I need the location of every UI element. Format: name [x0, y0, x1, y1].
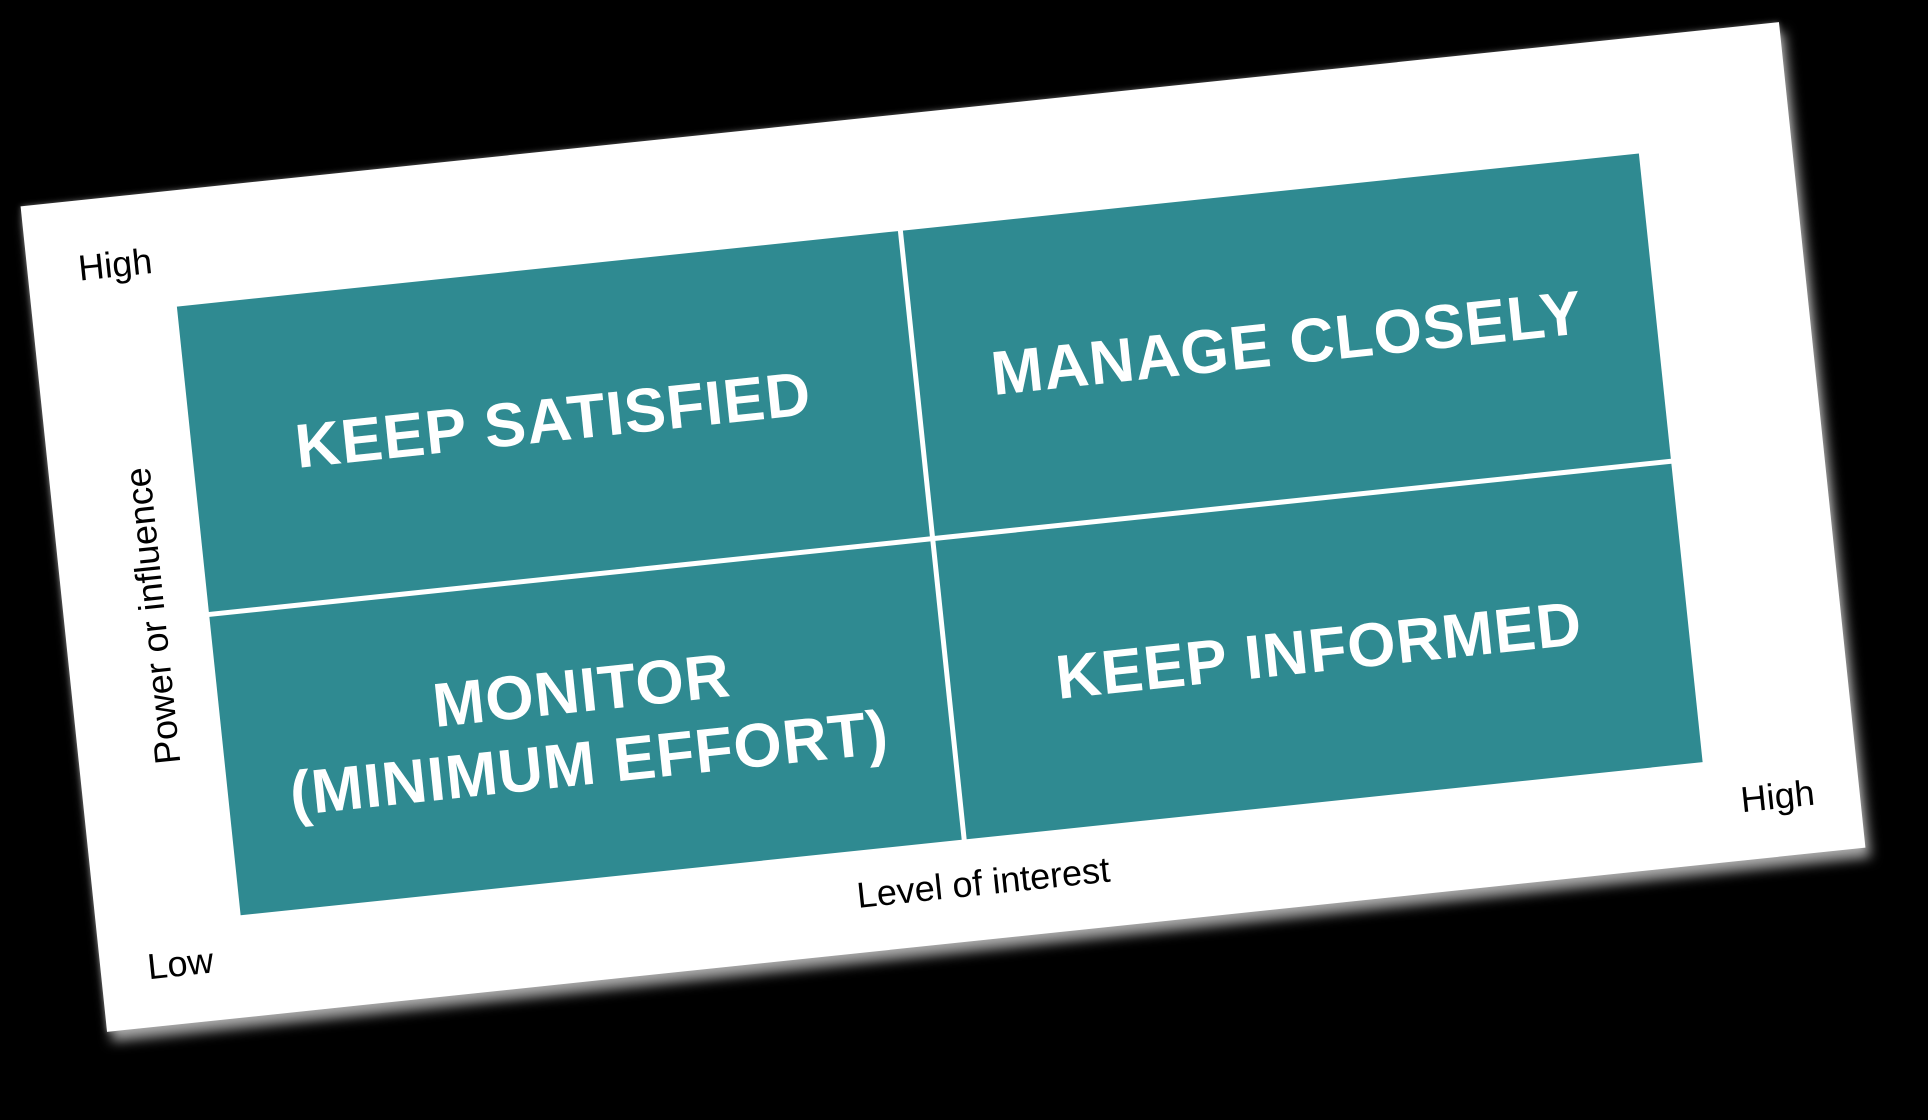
y-axis-title: Power or influence [116, 465, 189, 767]
y-axis-high-label: High [76, 240, 155, 289]
quadrant-grid: KEEP SATISFIED MANAGE CLOSELY MONITOR (M… [176, 153, 1703, 916]
x-axis-title: Level of interest [854, 848, 1112, 916]
y-axis-low-label: Low [145, 939, 216, 988]
x-axis-high-label: High [1738, 771, 1817, 821]
stakeholder-matrix-card: High Power or influence Low KEEP SATISFI… [20, 22, 1866, 1032]
